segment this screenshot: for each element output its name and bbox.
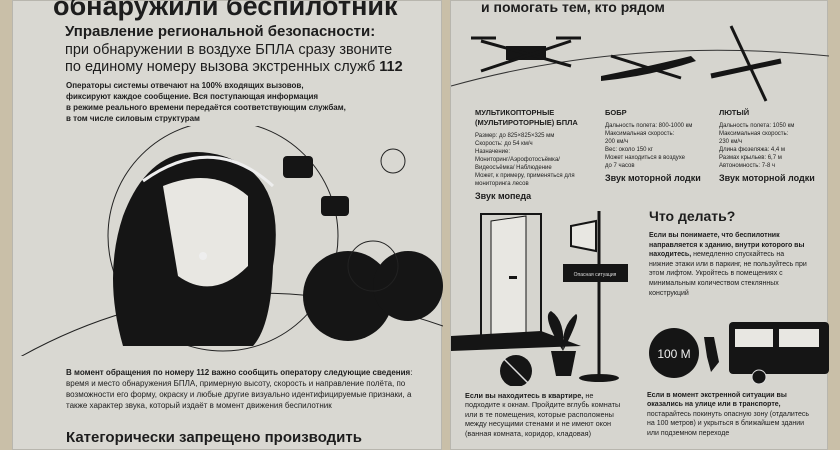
multicopter-icon bbox=[471, 36, 581, 73]
drone-card-multicopter: МУЛЬТИКОПТОРНЫЕ (МУЛЬТИРОТОРНЫЕ) БПЛА Ра… bbox=[475, 108, 578, 201]
street-advice: Если в момент экстренной ситуации вы ока… bbox=[647, 392, 809, 437]
lead-line-2: по единому номеру вызова экстренных служ… bbox=[65, 59, 403, 75]
right-header: и помогать тем, кто рядом bbox=[481, 0, 665, 15]
building-illustration: Опасная ситуация bbox=[451, 211, 628, 386]
operator-face bbox=[163, 178, 248, 287]
poster-title: обнаружили беспилотник bbox=[53, 0, 398, 21]
building-advice: Если вы понимаете, что беспилотник напра… bbox=[649, 232, 807, 297]
call-info-text: В момент обращения по номеру 112 важно с… bbox=[66, 368, 413, 410]
headset-icon bbox=[142, 155, 275, 188]
distance-circle bbox=[649, 328, 699, 378]
chat-bubble-icon bbox=[283, 156, 313, 178]
gauge-icon bbox=[380, 148, 406, 174]
what-to-do-heading: Что делать? bbox=[649, 208, 736, 224]
operator-illustration bbox=[21, 126, 443, 356]
drones-illustration bbox=[451, 25, 829, 102]
lyuty-drone-icon bbox=[710, 25, 782, 102]
apartment-advice: Если вы находитесь в квартире, не подход… bbox=[465, 391, 621, 438]
bobr-drone-icon bbox=[601, 54, 696, 81]
running-man-icon bbox=[704, 337, 719, 372]
chat-bubble-icon bbox=[321, 196, 349, 216]
operators-text: Операторы системы отвечают на 100% входя… bbox=[66, 81, 346, 123]
warning-sign bbox=[563, 264, 628, 282]
distance-badge: 100 M bbox=[657, 347, 690, 361]
lead-line-1: при обнаружении в воздухе БПЛА сразу зво… bbox=[65, 42, 393, 58]
clock-icon bbox=[373, 251, 443, 321]
right-poster-sheet: и помогать тем, кто рядом МУЛЬТИКОПТОРНЫ… bbox=[450, 0, 829, 450]
street-illustration: 100 M bbox=[649, 322, 829, 385]
sign-text: Опасная ситуация bbox=[574, 272, 617, 278]
subtitle: Управление региональной безопасности: bbox=[65, 23, 376, 40]
clock-icon bbox=[303, 251, 393, 341]
plant-pot-icon bbox=[551, 351, 576, 376]
left-poster-sheet: обнаружили беспилотник Управление регион… bbox=[12, 0, 443, 450]
siren-icon bbox=[570, 219, 597, 253]
forbidden-heading: Категорически запрещено производить bbox=[66, 429, 362, 446]
